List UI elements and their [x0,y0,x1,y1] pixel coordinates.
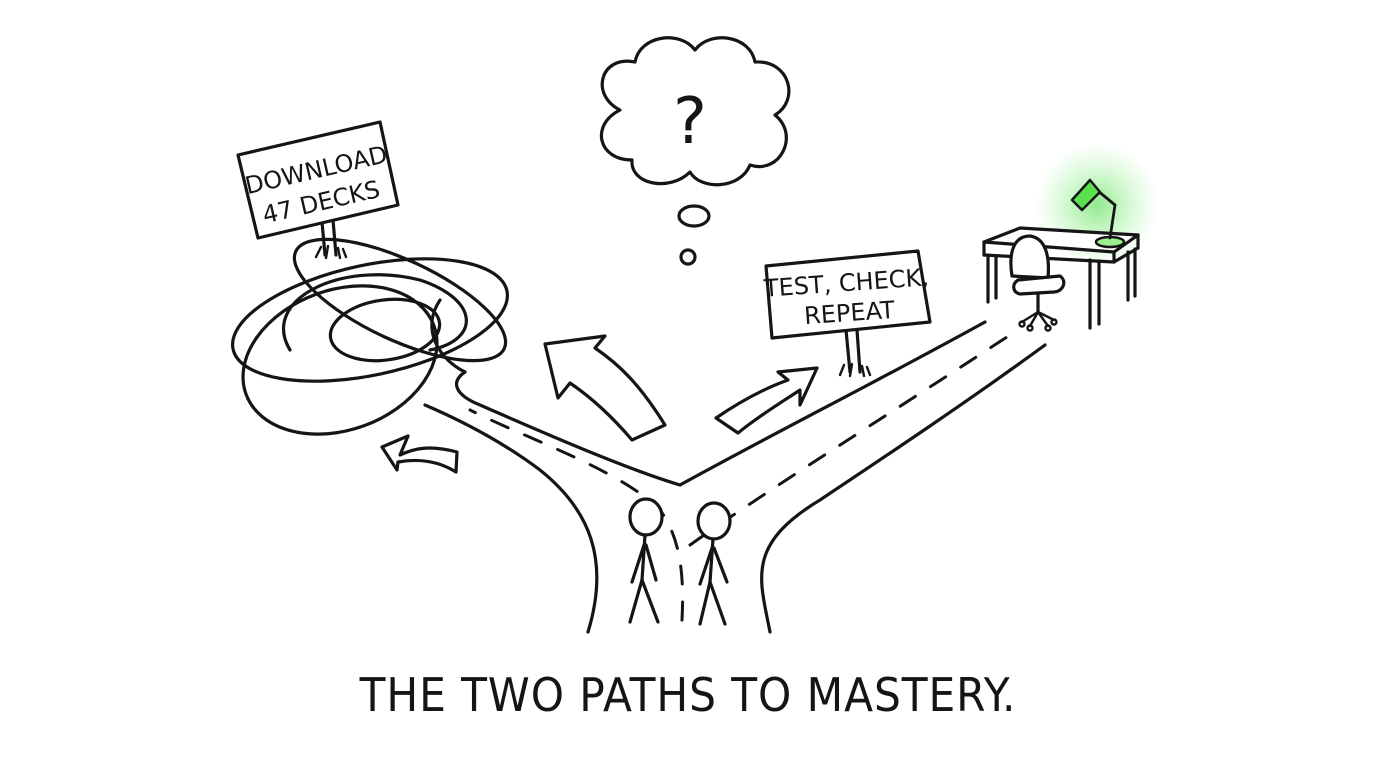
thought-bubble-icon: ? [599,36,791,266]
large-up-left-arrow [543,334,667,442]
chair-icon [1009,234,1066,332]
road-right-inner-edge [678,320,987,487]
tangle-icon [230,237,510,436]
road-left-inner-edge [454,370,682,487]
right-sign: TEST, CHECK, REPEAT [762,249,932,378]
stick-figure-icon [628,497,732,626]
road-left-outer-edge [423,403,599,634]
stick-figure-left [628,497,664,624]
left-sign: DOWNLOAD 47 DECKS [236,120,400,260]
lamp-icon [1070,178,1126,249]
road-right-outer-edge [760,343,1047,634]
stick-figure-right [696,501,732,626]
desk-scene [982,143,1159,332]
road [423,320,1047,634]
question-mark: ? [673,85,707,159]
diagram-caption: THE TWO PATHS TO MASTERY. [359,668,1017,722]
small-left-arrow [380,434,459,474]
arrow-icon [380,334,819,474]
right-sign-line-2: REPEAT [803,296,896,330]
up-right-arrow [714,366,819,435]
